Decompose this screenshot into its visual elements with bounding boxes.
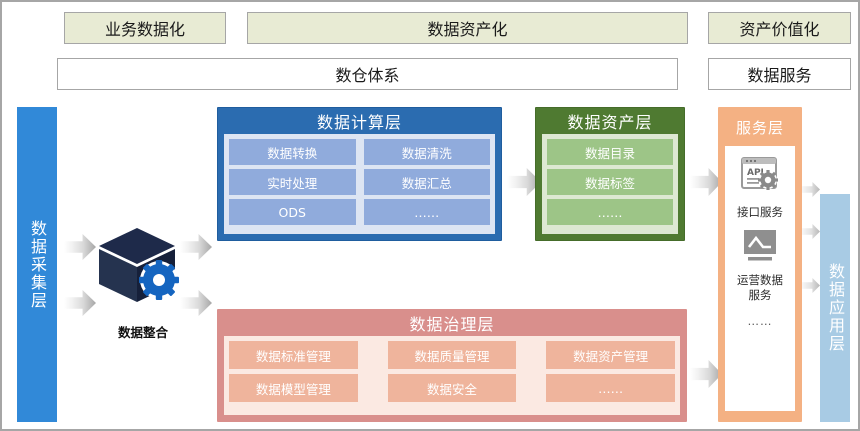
compute-chip-data-transform[interactable]: 数据转换 xyxy=(229,139,356,165)
panel-data-asset-layer: 数据资产层 数据目录 数据标签 …… xyxy=(535,107,685,241)
panel-service-layer: 服务层 API xyxy=(718,107,802,422)
asset-layer-title: 数据资产层 xyxy=(536,108,684,134)
monitor-chart-icon xyxy=(739,229,781,269)
compute-chip-data-aggregation[interactable]: 数据汇总 xyxy=(363,169,490,195)
compute-layer-title: 数据计算层 xyxy=(218,108,501,134)
gov-chip-data-asset-mgmt[interactable]: 数据资产管理 xyxy=(546,341,675,369)
compute-chip-realtime-processing[interactable]: 实时处理 xyxy=(229,169,356,195)
arrow-collection-to-integration-top xyxy=(64,234,96,260)
phase-header-data-assetization: 数据资产化 xyxy=(247,12,688,44)
phase-header-asset-valorization: 资产价值化 xyxy=(708,12,851,44)
layer-bar-data-collection: 数据采集层 xyxy=(17,107,57,422)
integration-label: 数据整合 xyxy=(117,324,168,340)
arrow-collection-to-integration-bottom xyxy=(64,290,96,316)
arrow-service-to-application-2 xyxy=(802,224,820,239)
service-more-label: …… xyxy=(747,314,773,329)
panel-data-compute-layer: 数据计算层 数据转换 数据清洗 实时处理 数据汇总 ODS …… xyxy=(217,107,502,241)
layer-bar-data-application: 数据应用层 xyxy=(820,194,850,422)
svg-text:API: API xyxy=(747,168,764,178)
api-window-icon: API xyxy=(739,156,781,200)
compute-chip-data-cleansing[interactable]: 数据清洗 xyxy=(363,139,490,165)
phase-header-business-datafication: 业务数据化 xyxy=(64,12,226,44)
asset-chip-data-tags[interactable]: 数据标签 xyxy=(547,169,673,195)
gov-chip-data-model-mgmt[interactable]: 数据模型管理 xyxy=(229,374,358,402)
gov-chip-data-security[interactable]: 数据安全 xyxy=(387,374,517,402)
service-entry-label-api: 接口服务 xyxy=(737,205,783,219)
panel-data-governance-layer: 数据治理层 数据标准管理 数据质量管理 数据资产管理 数据模型管理 数据安全 …… xyxy=(217,309,687,422)
service-entry-label-operations: 运营数据 服务 xyxy=(737,273,783,302)
cube-gear-icon xyxy=(97,224,189,304)
governance-layer-title: 数据治理层 xyxy=(218,310,686,336)
compute-chip-more[interactable]: …… xyxy=(363,199,490,225)
asset-chip-data-catalog[interactable]: 数据目录 xyxy=(547,139,673,165)
asset-chip-more[interactable]: …… xyxy=(547,199,673,225)
gov-chip-data-quality-mgmt[interactable]: 数据质量管理 xyxy=(387,341,517,369)
compute-chip-ods[interactable]: ODS xyxy=(229,199,356,225)
arrow-service-to-application-3 xyxy=(802,278,820,293)
arrow-service-to-application-1 xyxy=(802,182,820,197)
subheader-data-service: 数据服务 xyxy=(708,58,851,90)
gov-chip-data-standard-mgmt[interactable]: 数据标准管理 xyxy=(229,341,358,369)
service-layer-title: 服务层 xyxy=(719,108,801,146)
gov-chip-more[interactable]: …… xyxy=(546,374,675,402)
subheader-data-warehouse-system: 数仓体系 xyxy=(57,58,678,90)
